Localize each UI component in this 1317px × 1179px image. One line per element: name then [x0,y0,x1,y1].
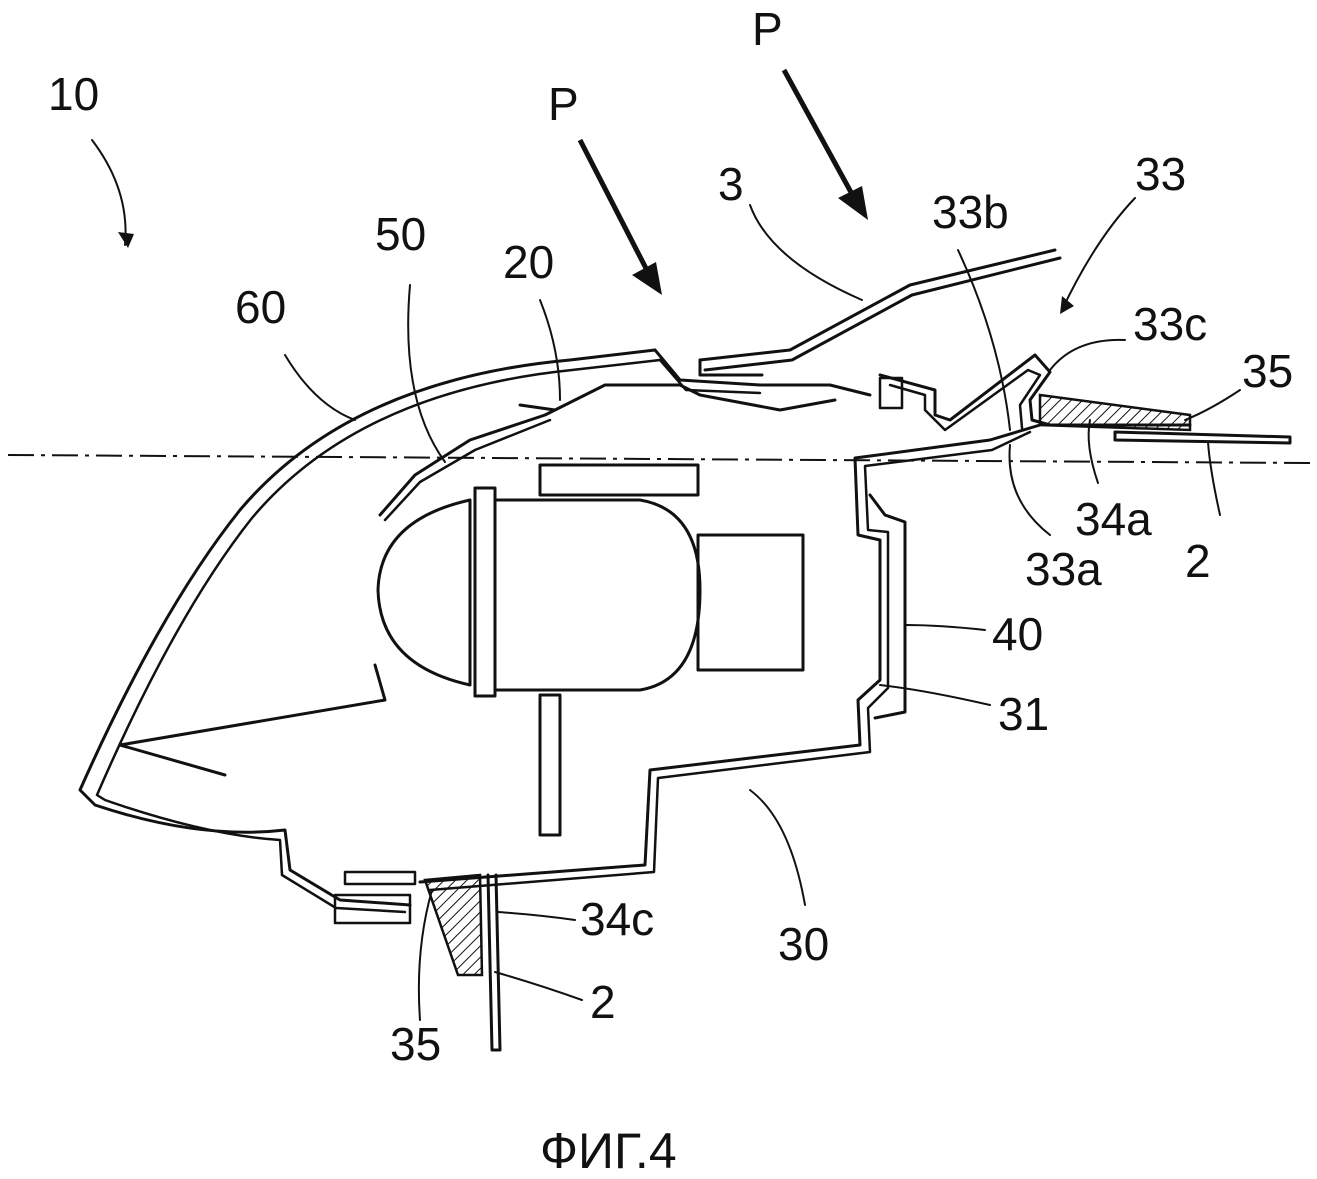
label-40: 40 [992,608,1043,660]
center-reference-line [7,454,1311,464]
label-60: 60 [235,281,286,333]
lamp-unit-20 [376,463,805,837]
direction-arrow-p-right [781,68,868,220]
label-34c: 34c [580,893,654,945]
lens-upper-rim [653,348,872,397]
label-20: 20 [503,236,554,288]
label-31: 31 [998,688,1049,740]
label-34a: 34a [1075,493,1152,545]
lower-clips [333,870,417,925]
body-panel-2-bottom [486,873,502,1052]
label-p-right: P [752,3,783,55]
label-33: 33 [1135,148,1186,200]
direction-arrow-p-left [577,138,662,295]
seal-35-bottom [423,873,484,977]
label-10: 10 [48,68,99,120]
label-p-left: P [548,78,579,130]
label-35-bottom: 35 [390,1018,441,1070]
label-33a: 33a [1025,543,1102,595]
label-2-right: 2 [1185,535,1211,587]
label-35-top: 35 [1242,345,1293,397]
label-2-bottom: 2 [590,976,616,1028]
housing-30 [418,423,1042,892]
outer-lens-60 [78,348,662,914]
lens-upper-rim-inner [658,358,762,395]
leader-lines [91,139,1241,1021]
label-3: 3 [718,158,744,210]
label-50: 50 [375,208,426,260]
seal-35-top [1038,393,1192,432]
label-33c: 33c [1133,298,1207,350]
body-panel-2-right [1113,430,1292,445]
panel-3 [698,248,1062,377]
label-33b: 33b [932,186,1009,238]
label-30: 30 [778,918,829,970]
figure-caption: ФИГ.4 [540,1123,677,1179]
reflector-50 [118,383,837,777]
